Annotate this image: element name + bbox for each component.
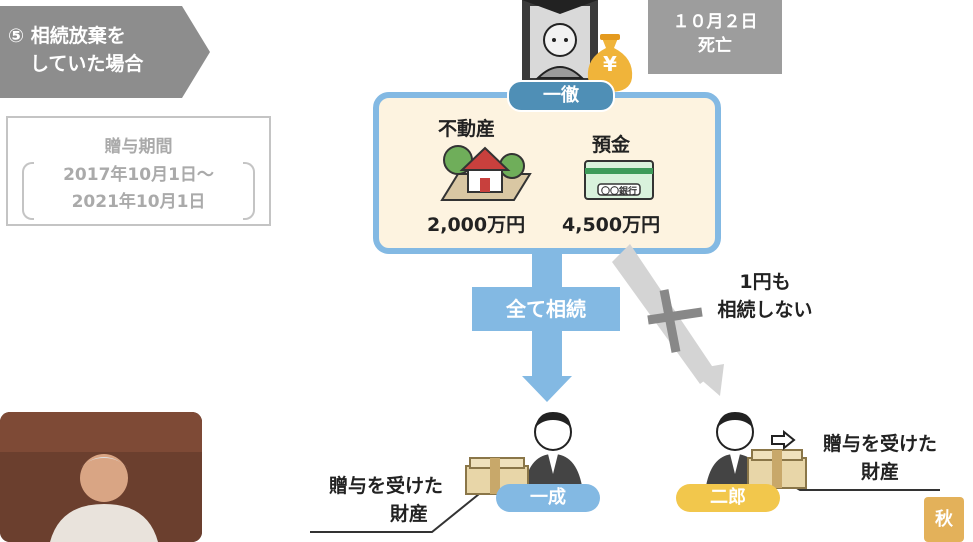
presenter-video-frame — [0, 412, 202, 542]
deceased-portrait — [522, 0, 598, 84]
inherit-all-label: 全て相続 — [472, 287, 620, 331]
case-title: ⑤ 相続放棄を していた場合 — [8, 22, 188, 78]
heir2-gift-label: 贈与を受けた 財産 — [800, 430, 960, 486]
pointing-hand-icon — [771, 429, 796, 450]
left-callout-line — [310, 489, 485, 533]
asset-real-estate-amount: 2,000万円 — [427, 214, 526, 236]
channel-logo: 秋 — [924, 497, 964, 542]
heir2-money-icon — [747, 449, 807, 489]
heir1-gift-line1: 贈与を受けた — [328, 475, 443, 497]
no-inherit-line2: 相続しない — [717, 299, 813, 321]
heir1-name-pill: 一成 — [496, 484, 600, 512]
case-title-line2: していた場合 — [30, 53, 144, 75]
no-inherit-arrow-head — [690, 364, 724, 396]
death-date: １０月２日 — [672, 12, 758, 32]
gift-period-title: 贈与期間 — [104, 137, 173, 157]
deceased-name-pill: 一徹 — [507, 80, 615, 112]
bank-card-text: 〇〇銀行 — [600, 187, 637, 197]
heir2-name-pill: 二郎 — [676, 484, 780, 512]
cross-mark-b — [659, 289, 681, 353]
no-inherit-line1: 1円も — [739, 271, 791, 293]
gift-period-box: 贈与期間 2017年10月1日〜 2021年10月1日 — [6, 116, 271, 226]
house-icon — [440, 145, 532, 201]
cross-mark-a — [647, 307, 703, 325]
bracket-left — [22, 162, 34, 220]
gift-period-end: 2021年10月1日 — [71, 192, 206, 212]
heir1-avatar-icon — [524, 412, 582, 486]
bracket-right — [243, 162, 255, 220]
bank-card-icon — [584, 160, 654, 200]
death-note-box — [648, 0, 782, 74]
case-title-line1: ⑤ 相続放棄を — [8, 25, 126, 47]
case-banner — [0, 6, 210, 98]
heir1-money-icon — [465, 457, 529, 495]
asset-deposit-amount: 4,500万円 — [562, 214, 661, 236]
heir2-gift-line2: 財産 — [860, 461, 899, 483]
gift-period-range: 2017年10月1日〜 2021年10月1日 — [8, 162, 269, 216]
death-note-text: １０月２日 死亡 — [648, 10, 782, 58]
asset-deposit-label: 預金 — [592, 134, 631, 156]
presenter-video — [0, 412, 202, 542]
heir1-gift-label: 贈与を受けた 財産 — [306, 472, 466, 528]
asset-real-estate-label: 不動産 — [438, 118, 496, 140]
heir1-gift-line2: 財産 — [389, 503, 428, 525]
heir2-gift-line1: 贈与を受けた — [822, 433, 937, 455]
death-status: 死亡 — [698, 36, 732, 56]
no-inherit-note: 1円も 相続しない — [690, 268, 840, 324]
money-bag-icon — [587, 34, 633, 92]
yen-symbol: ¥ — [603, 52, 617, 76]
inherit-arrow-head — [522, 376, 572, 402]
gift-period-start: 2017年10月1日〜 — [63, 165, 214, 185]
